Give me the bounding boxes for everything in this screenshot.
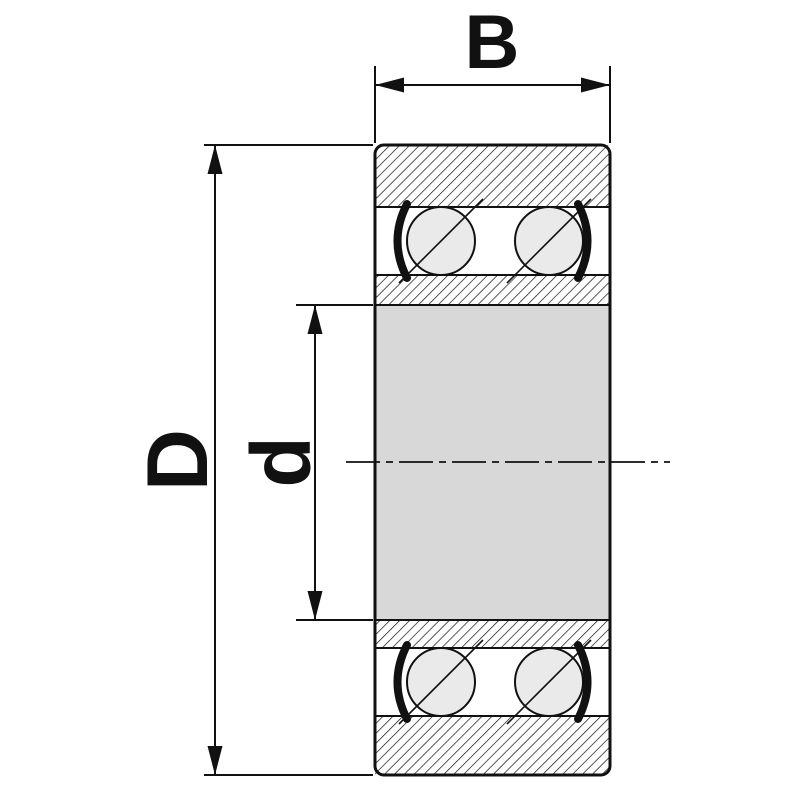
arrowhead-down-icon xyxy=(207,746,223,775)
label-width-B: B xyxy=(465,0,520,85)
seal-top-left xyxy=(393,200,411,282)
arrowhead-right-icon xyxy=(581,77,610,93)
ball-section-tick xyxy=(506,639,592,725)
label-outer-diameter-D: D xyxy=(130,429,226,491)
dimension-d: d xyxy=(234,304,373,621)
outer-ring-bottom-section xyxy=(375,716,610,775)
arrowhead-up-icon xyxy=(307,305,323,334)
seal-bottom-left xyxy=(393,641,411,723)
bearing-outline xyxy=(373,143,612,777)
ball-section-tick xyxy=(506,198,592,284)
bearing-section xyxy=(373,143,612,777)
seal-bottom-right xyxy=(574,641,592,723)
outer-ring-top-section xyxy=(375,145,610,207)
ball-section-tick xyxy=(398,198,484,284)
label-bore-d: d xyxy=(234,436,328,487)
arrowhead-up-icon xyxy=(207,145,223,174)
ball-section-tick xyxy=(398,639,484,725)
dimension-B: B xyxy=(374,0,611,143)
seal-top-right xyxy=(574,200,592,282)
dimension-D: D xyxy=(130,144,373,776)
inner-ring-top-section xyxy=(375,275,610,305)
inner-ring-bottom-section xyxy=(375,620,610,648)
arrowhead-left-icon xyxy=(375,77,404,93)
arrowhead-down-icon xyxy=(307,591,323,620)
